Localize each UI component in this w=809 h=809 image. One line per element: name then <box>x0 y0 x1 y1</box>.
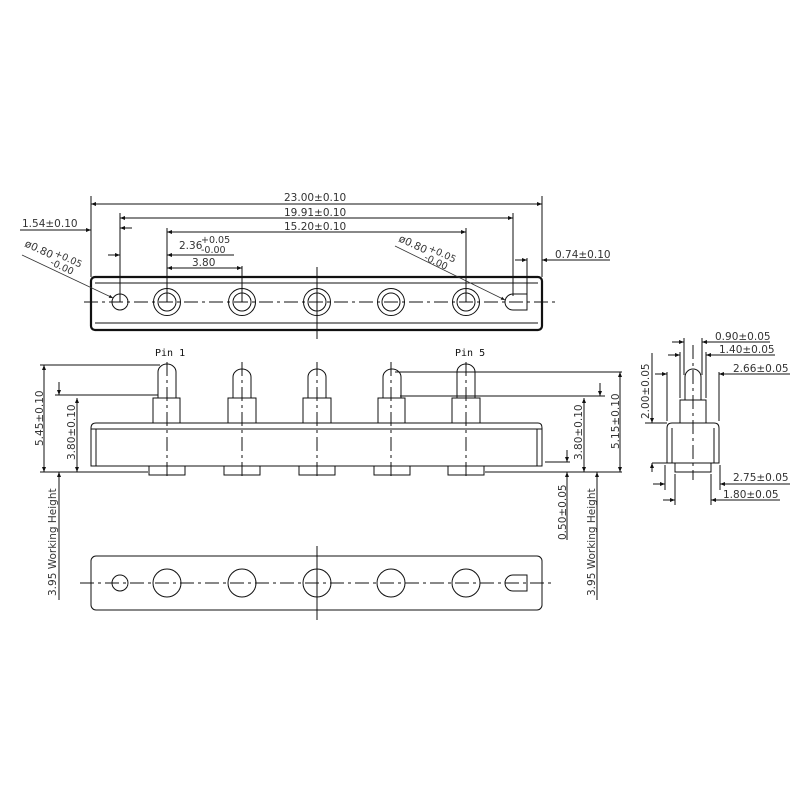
pitch-dim: 3.80 <box>192 257 215 269</box>
offset-tol-plus: +0.05 <box>201 235 230 246</box>
working-height-right-label: 3.95 Working Height <box>586 488 598 596</box>
body-height-left-dim: 3.80±0.10 <box>66 404 78 460</box>
right-edge-offset-dim: 0.74±0.10 <box>555 249 611 261</box>
working-height-left-label: 3.95 Working Height <box>47 488 59 596</box>
barrel-dia-dim: 1.40±0.05 <box>719 344 775 356</box>
right-hole-dia-dim: ø0.80 <box>397 233 429 256</box>
stem-depth-dim: 0.50±0.05 <box>557 484 569 540</box>
outer-pin-span-dim: 19.91±0.10 <box>284 207 346 219</box>
right-slot-hole <box>504 293 528 311</box>
body-height-right-dim: 3.80±0.10 <box>573 404 585 460</box>
front-view: Pin 1 Pin 5 5.45±0.10 3.80±0.10 3.80±0.1… <box>34 348 622 600</box>
bottom-view <box>80 546 555 620</box>
base-width-dim: 2.75±0.05 <box>733 472 789 484</box>
front-view-pins <box>148 362 485 480</box>
top-view: 23.00±0.10 19.91±0.10 15.20±0.10 1.54±0.… <box>20 192 611 339</box>
total-height-right-dim: 5.15±0.10 <box>610 393 622 449</box>
left-edge-offset-dim: 1.54±0.10 <box>22 218 78 230</box>
pin-1-label: Pin 1 <box>155 348 185 359</box>
plunger-dia-dim: 0.90±0.05 <box>715 331 771 343</box>
offset-tol-minus: -0.00 <box>201 245 226 256</box>
body-width-dim: 2.66±0.05 <box>733 363 789 375</box>
total-height-left-dim: 5.45±0.10 <box>34 390 46 446</box>
pin-5-label: Pin 5 <box>455 348 485 359</box>
overall-length-dim: 23.00±0.10 <box>284 192 346 204</box>
side-view: 0.90±0.05 1.40±0.05 2.66±0.05 2.00±0.05 … <box>640 331 790 505</box>
front-view-body <box>90 422 543 467</box>
tail-dia-dim: 1.80±0.05 <box>723 489 779 501</box>
pin-span-dim: 15.20±0.10 <box>284 221 346 233</box>
offset-nominal-dim: 2.36 <box>179 240 203 252</box>
stroke-dim: 2.00±0.05 <box>640 363 652 419</box>
